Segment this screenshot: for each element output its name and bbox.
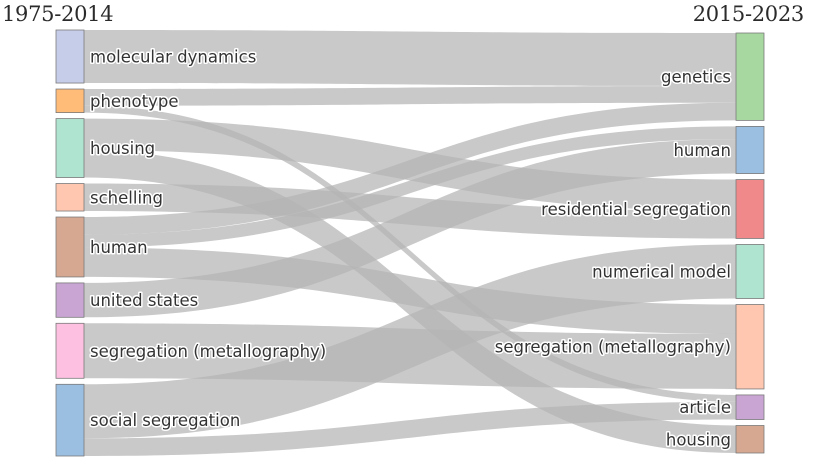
left-node-label: segregation (metallography): [90, 342, 326, 361]
right-node-label: segregation (metallography): [495, 338, 731, 357]
right-node-article: [735, 394, 765, 420]
right-node-label: residential segregation: [541, 200, 731, 219]
left-node-label: housing: [90, 139, 155, 158]
right-node-label: numerical model: [592, 262, 731, 281]
left-node-molecular-dynamics: [55, 29, 85, 84]
flow-l7-r5: [84, 401, 736, 456]
left-node-housing: [55, 118, 85, 178]
flow-links: [84, 30, 736, 456]
flow-l3-r2: [84, 183, 736, 239]
flow-l1-r0: [84, 86, 736, 106]
node-labels: molecular dynamics phenotype housing schell…: [89, 46, 733, 451]
right-node-segregation-metallography-: [735, 304, 765, 390]
right-node-label: article: [679, 398, 731, 417]
flow-l5-r1: [84, 139, 736, 318]
left-node-label: phenotype: [90, 92, 179, 111]
flow-l0-r0: [84, 30, 736, 87]
left-node-united-states: [55, 282, 85, 318]
left-node-label: united states: [90, 291, 198, 310]
right-node-numerical-model: [735, 244, 765, 299]
left-node-schelling: [55, 183, 85, 212]
left-node-segregation-metallography-: [55, 322, 85, 379]
left-node-label: schelling: [90, 188, 163, 207]
flow-l7-r3: [84, 244, 736, 439]
left-node-label: human: [90, 238, 148, 257]
left-node-human: [55, 216, 85, 278]
right-node-label: genetics: [661, 68, 731, 87]
right-node-genetics: [735, 32, 765, 121]
left-column-title: 1975-2014: [2, 2, 114, 26]
flow-l1-r5: [84, 105, 736, 402]
right-node-human: [735, 126, 765, 174]
right-node-label: housing: [666, 430, 731, 449]
flow-l4-r1: [84, 126, 736, 248]
left-node-phenotype: [55, 88, 85, 114]
node-bars: [55, 29, 765, 457]
left-node-label: molecular dynamics: [90, 48, 256, 67]
right-column-title: 2015-2023: [692, 2, 805, 26]
right-node-label: human: [673, 141, 731, 160]
flow-l4-r0: [84, 102, 736, 235]
left-node-social-segregation: [55, 383, 85, 457]
right-node-residential-segregation: [735, 179, 765, 239]
right-node-housing: [735, 425, 765, 454]
left-node-label: social segregation: [90, 411, 240, 430]
